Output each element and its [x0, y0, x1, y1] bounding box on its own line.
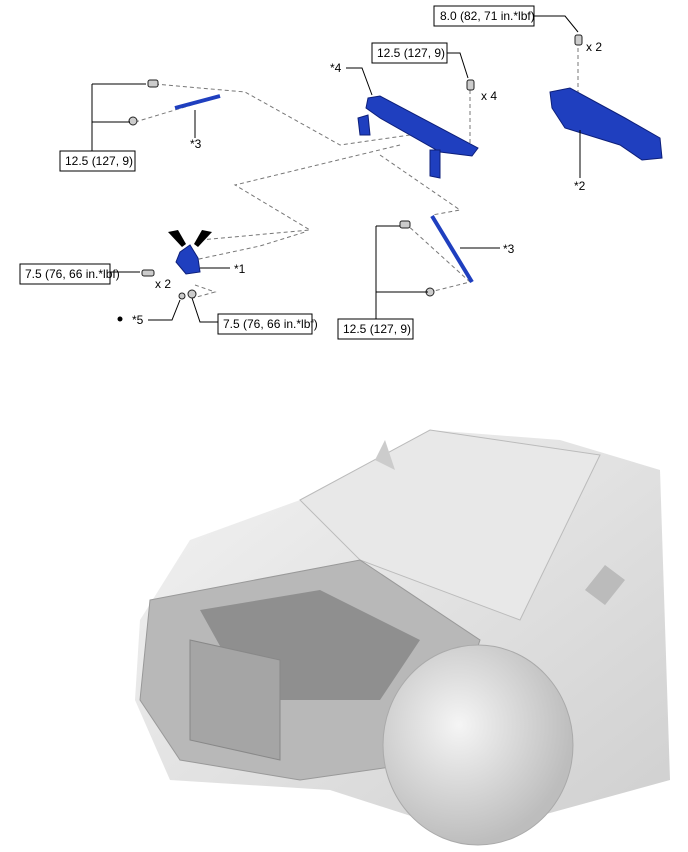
part-label: *3 [503, 242, 515, 256]
hood-support-left [174, 94, 221, 110]
part-label: *1 [234, 262, 246, 276]
guide-lines [134, 48, 579, 299]
torque-label: 12.5 (127, 9) [377, 46, 445, 60]
hood-support-right [430, 214, 474, 284]
bolt-icon [141, 269, 155, 277]
torque-label: 8.0 (82, 71 in.*lbf) [440, 9, 535, 23]
part-label: *5 [132, 313, 144, 327]
new-part-bullet-icon [117, 316, 123, 322]
bolt-icon [147, 79, 159, 88]
torque-label: 12.5 (127, 9) [65, 154, 133, 168]
quantity-label: x 4 [481, 89, 497, 103]
vehicle-front-illustration [135, 429, 670, 846]
torque-label: 12.5 (127, 9) [343, 322, 411, 336]
quantity-label: x 2 [155, 277, 171, 291]
part-label: *3 [190, 137, 202, 151]
bolt-icon [399, 220, 411, 229]
torque-label: 7.5 (76, 66 in.*lbf) [223, 317, 318, 331]
nut-icon [128, 116, 138, 126]
bolt-icon [574, 34, 583, 46]
torque-label: 7.5 (76, 66 in.*lbf) [25, 267, 120, 281]
bolt-icon [466, 79, 475, 91]
arrow-icon [168, 230, 212, 247]
air-duct [549, 87, 663, 161]
hood-lock [175, 244, 201, 275]
hood-lock-support-rail [357, 95, 479, 179]
quantity-label: x 2 [586, 40, 602, 54]
nut-icon [178, 289, 197, 300]
part-label: *4 [330, 61, 342, 75]
part-label: *2 [574, 179, 586, 193]
